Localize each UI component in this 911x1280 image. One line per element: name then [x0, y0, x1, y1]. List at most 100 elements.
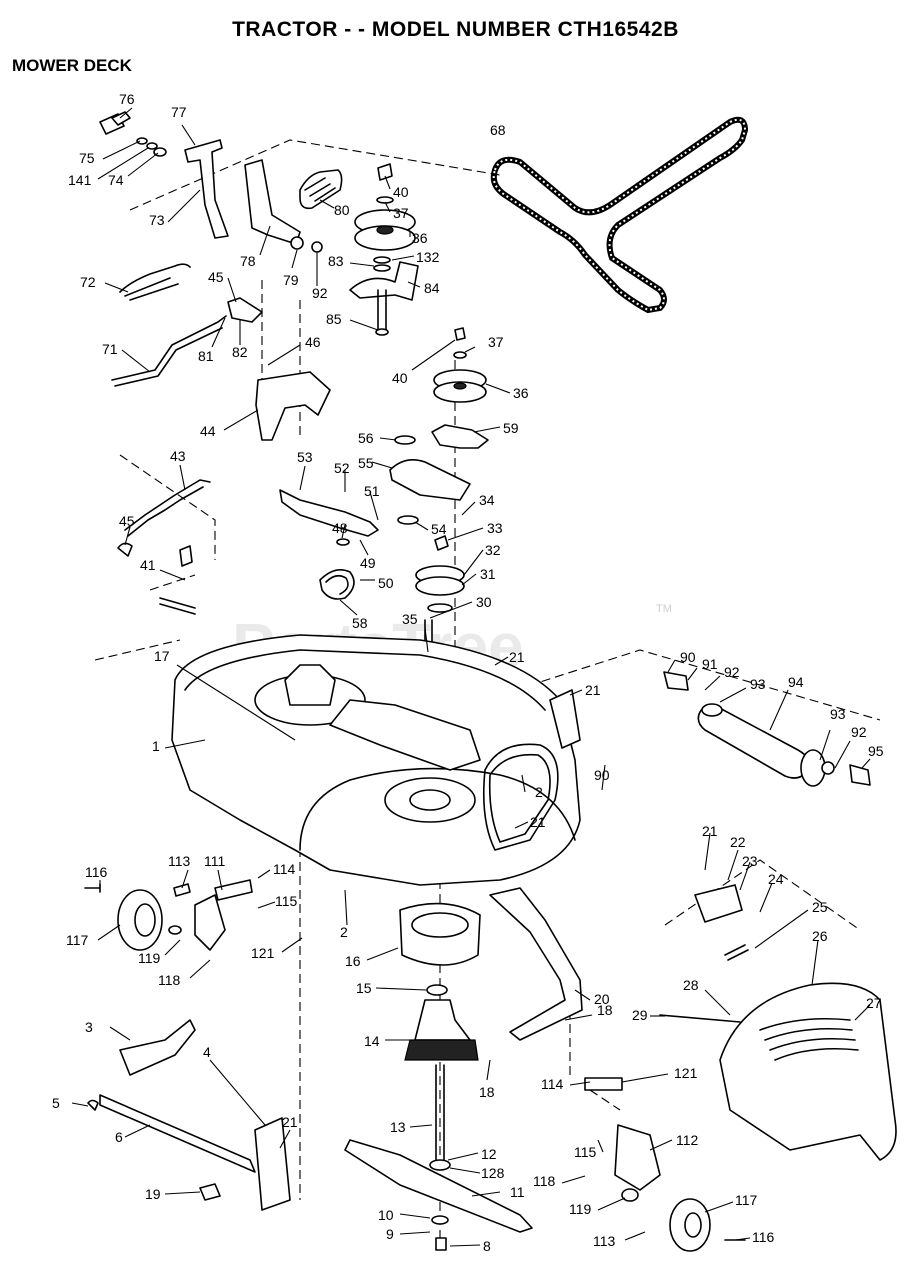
- callout-26: 26: [812, 928, 828, 944]
- callout-10: 10: [378, 1207, 394, 1223]
- callout-90b: 90: [680, 649, 696, 665]
- callout-59: 59: [503, 420, 519, 436]
- callout-52: 52: [334, 460, 350, 476]
- callout-73: 73: [149, 212, 165, 228]
- callout-95: 95: [868, 743, 884, 759]
- callout-14: 14: [364, 1033, 380, 1049]
- callout-40: 40: [393, 184, 409, 200]
- callout-51: 51: [364, 483, 380, 499]
- callout-93b: 93: [830, 706, 846, 722]
- part-callouts: 76 77 75 141 74 73 78 79 92 80 40 37 36 …: [52, 91, 884, 1254]
- callout-29: 29: [632, 1007, 648, 1023]
- callout-8: 8: [483, 1238, 491, 1254]
- callout-3: 3: [85, 1019, 93, 1035]
- callout-58: 58: [352, 615, 368, 631]
- callout-45: 45: [208, 269, 224, 285]
- callout-115: 115: [275, 893, 298, 909]
- callout-23: 23: [742, 853, 758, 869]
- callout-35: 35: [402, 611, 418, 627]
- callout-119: 119: [138, 950, 161, 966]
- callout-80: 80: [334, 202, 350, 218]
- callout-118b: 118: [533, 1173, 556, 1189]
- callout-36b: 36: [513, 385, 529, 401]
- callout-16: 16: [345, 953, 361, 969]
- callout-116: 116: [85, 864, 108, 880]
- callout-94: 94: [788, 674, 804, 690]
- front-gauge-wheel-left: [84, 879, 253, 951]
- callout-4: 4: [203, 1044, 211, 1060]
- callout-92b: 92: [724, 664, 740, 680]
- leader-lines: [71, 107, 871, 1247]
- callout-84: 84: [424, 280, 440, 296]
- belt-guide-and-arm: [255, 371, 379, 600]
- callout-92c: 92: [851, 724, 867, 740]
- callout-15: 15: [356, 980, 372, 996]
- callout-21b: 21: [585, 682, 601, 698]
- callout-18: 18: [479, 1084, 495, 1100]
- callout-54: 54: [431, 521, 447, 537]
- callout-72: 72: [80, 274, 96, 290]
- callout-132: 132: [416, 249, 440, 265]
- callout-11: 11: [510, 1184, 525, 1200]
- callout-41: 41: [140, 557, 156, 573]
- callout-111: 111: [204, 853, 225, 869]
- callout-113b: 113: [593, 1233, 616, 1249]
- callout-36: 36: [412, 230, 428, 246]
- callout-2: 2: [535, 784, 543, 800]
- lift-lever-assembly: [99, 111, 343, 387]
- callout-74: 74: [108, 172, 124, 188]
- callout-32: 32: [485, 542, 501, 558]
- callout-75: 75: [79, 150, 95, 166]
- callout-30: 30: [476, 594, 492, 610]
- callout-17: 17: [154, 648, 170, 664]
- callout-2b: 2: [340, 924, 348, 940]
- callout-18b: 18: [597, 1002, 613, 1018]
- front-hanger-assembly: [87, 1019, 291, 1211]
- callout-114: 114: [273, 861, 296, 877]
- anti-scalp-roller: [549, 671, 871, 787]
- callout-12: 12: [481, 1146, 497, 1162]
- callout-117: 117: [66, 932, 89, 948]
- callout-141: 141: [68, 172, 92, 188]
- callout-121: 121: [251, 945, 275, 961]
- callout-33: 33: [487, 520, 503, 536]
- callout-22: 22: [730, 834, 746, 850]
- callout-19: 19: [145, 1186, 161, 1202]
- callout-50: 50: [378, 575, 394, 591]
- blade-spindle-assembly: [344, 902, 533, 1251]
- callout-118: 118: [158, 972, 181, 988]
- callout-43: 43: [170, 448, 186, 464]
- callout-71: 71: [102, 341, 118, 357]
- callout-68: 68: [490, 122, 506, 138]
- callout-21e: 21: [702, 823, 718, 839]
- callout-112: 112: [676, 1132, 699, 1148]
- callout-21c: 21: [530, 814, 546, 830]
- callout-21a: 21: [509, 649, 525, 665]
- callout-128: 128: [481, 1165, 505, 1181]
- callout-93: 93: [750, 676, 766, 692]
- callout-46: 46: [305, 334, 321, 350]
- callout-48: 48: [332, 520, 348, 536]
- callout-53: 53: [297, 449, 313, 465]
- callout-115b: 115: [574, 1144, 597, 1160]
- lift-link-assembly: [117, 479, 211, 615]
- callout-45b: 45: [119, 513, 135, 529]
- callout-79: 79: [283, 272, 299, 288]
- callout-1: 1: [152, 738, 160, 754]
- callout-37b: 37: [488, 334, 504, 350]
- callout-83: 83: [328, 253, 344, 269]
- diagram-title: TRACTOR - - MODEL NUMBER CTH16542B: [232, 18, 679, 41]
- callout-31: 31: [480, 566, 496, 582]
- callout-82: 82: [232, 344, 248, 360]
- callout-119b: 119: [569, 1201, 592, 1217]
- callout-37: 37: [393, 205, 409, 221]
- callout-21d: 21: [282, 1114, 298, 1130]
- section-title: MOWER DECK: [12, 56, 132, 75]
- idler-pulley-stack: [389, 327, 489, 666]
- callout-121b: 121: [674, 1065, 698, 1081]
- callout-27: 27: [866, 995, 882, 1011]
- rear-gauge-wheel-right: [584, 1077, 746, 1252]
- callout-85: 85: [326, 311, 342, 327]
- callout-116b: 116: [752, 1229, 775, 1245]
